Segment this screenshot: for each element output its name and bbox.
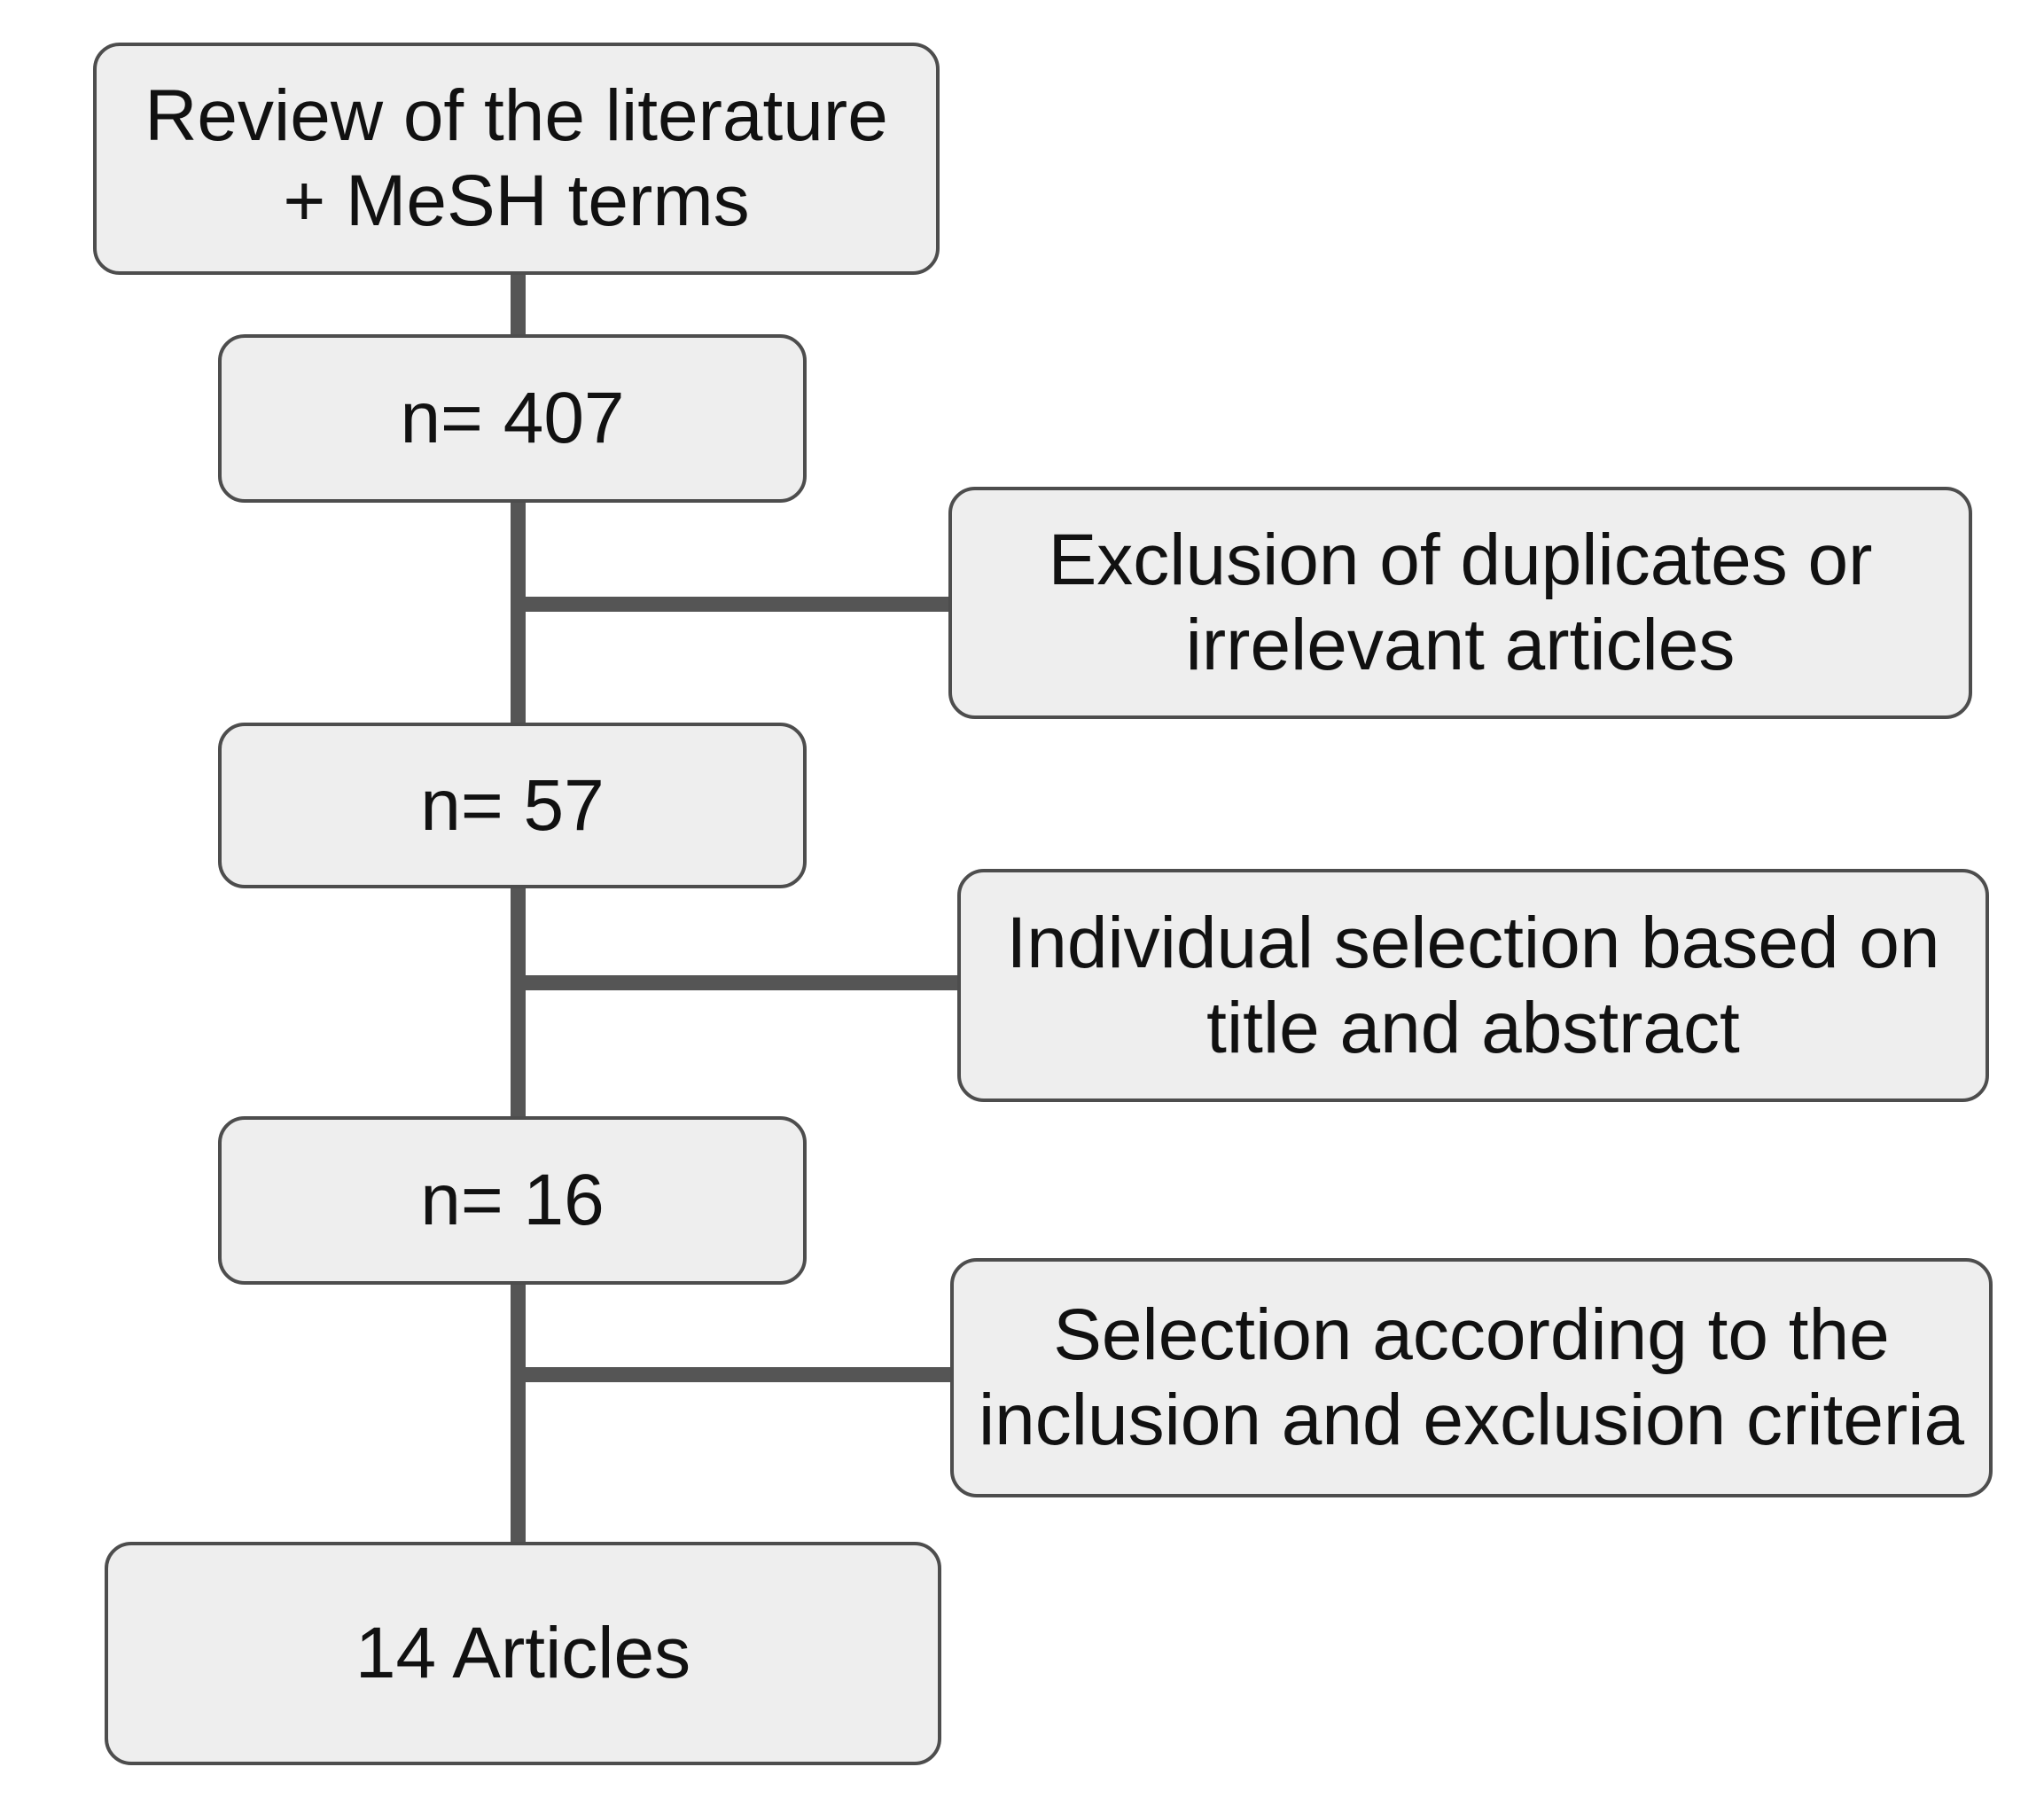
node-count-57: n= 57 xyxy=(218,723,807,888)
node-count-16: n= 16 xyxy=(218,1116,807,1285)
connector-to-exclusion-box xyxy=(518,597,954,612)
node-count-407: n= 407 xyxy=(218,334,807,503)
node-exclusion-duplicates: Exclusion of duplicates or irrelevant ar… xyxy=(948,487,1972,719)
node-review-literature: Review of the literature + MeSH terms xyxy=(93,43,940,275)
node-final-articles: 14 Articles xyxy=(105,1542,941,1765)
node-selection-criteria: Selection according to the inclusion and… xyxy=(950,1258,1993,1497)
node-individual-selection: Individual selection based on title and … xyxy=(957,869,1989,1102)
connector-to-criteria-selection-box xyxy=(518,1367,956,1382)
connector-to-individual-selection-box xyxy=(518,975,963,990)
